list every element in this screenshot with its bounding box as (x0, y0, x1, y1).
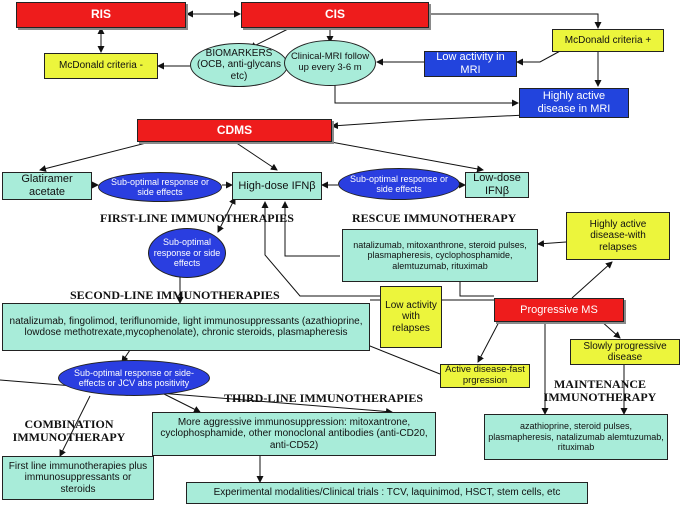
suboptimal-left-ellipse: Sub-optimal response or side effects (98, 172, 222, 202)
combination-drugs-box: First line immunotherapies plus immunosu… (2, 456, 154, 500)
third-line-drugs-box: More aggressive immunosuppression: mitox… (152, 412, 436, 456)
suboptimal-jcv-ellipse: Sub-optimal response or side-effects or … (58, 360, 210, 396)
arrow-suboptimal-jcv-combination (59, 395, 91, 457)
cis-box: CIS (241, 2, 429, 28)
arrow-highly-active-relapses-rescue (537, 240, 567, 248)
maintenance-heading: MAINTENANCE IMMUNOTHERAPY (543, 377, 657, 405)
arrow-cdms-glatiramer (39, 141, 151, 172)
cdms-box: CDMS (137, 119, 332, 142)
slowly-progressive-box: Slowly progressive disease (570, 339, 680, 365)
arrow-highly-active-cdms (331, 114, 527, 130)
arrow-cis-mcdonald-plus (429, 13, 602, 29)
first-line-heading: FIRST-LINE IMMUNOTHERAPIES (100, 211, 294, 225)
experimental-box: Experimental modalities/Clinical trials … (186, 482, 588, 504)
arrow-cdms-low-dose (319, 139, 484, 173)
second-line-drugs-box: natalizumab, fingolimod, teriflunomide, … (2, 303, 370, 351)
combination-heading: COMBINATION IMMUNOTHERAPY (12, 417, 126, 445)
arrow-progressive-active-fast (477, 319, 501, 363)
clinical-mri-ellipse: Clinical-MRI follow up every 3-6 m (284, 40, 376, 86)
maintenance-drugs-box: azathioprine, steroid pulses, plasmapher… (484, 414, 668, 460)
arrow-mcdonald-plus-low-activity (516, 49, 563, 66)
biomarkers-ellipse: BIOMARKERS (OCB, anti-glycans etc) (190, 43, 288, 87)
arrow-rescue-high-dose (281, 201, 340, 257)
progressive-ms-box: Progressive MS (494, 298, 624, 322)
arrow-low-activity-relapses-high-dose (261, 201, 380, 297)
ris-box: RIS (16, 2, 186, 28)
low-activity-mri-box: Low activity in MRI (424, 51, 517, 77)
active-fast-box: Active disease-fast prgression (440, 364, 530, 388)
suboptimal-right-ellipse: Sub-optimal response or side effects (338, 168, 460, 200)
highly-active-relapses-box: Highly active disease-with relapses (566, 212, 670, 260)
glatiramer-box: Glatiramer acetate (2, 172, 92, 200)
rescue-heading: RESCUE IMMUNOTHERAPY (352, 211, 517, 225)
arrow-progressive-slowly (599, 319, 621, 339)
second-line-heading: SECOND-LINE IMMUNOTHERAPIES (70, 288, 280, 302)
mcdonald-plus-box: McDonald criteria + (552, 29, 664, 52)
arrow-rescue-progressive (459, 282, 494, 297)
low-activity-relapses-box: Low activity with relapses (380, 286, 442, 348)
arrow-suboptimal-jcv-third-line (159, 391, 201, 413)
arrow-high-dose-suboptimal-mid (217, 197, 236, 233)
arrow-cdms-high-dose (234, 141, 278, 171)
arrow-clinical-mri-highly-active (334, 84, 519, 107)
mcdonald-minus-box: McDonald criteria - (44, 53, 158, 79)
high-dose-ifn-box: High-dose IFNβ (232, 172, 322, 200)
arrow-progressive-highly-active-relapses (571, 261, 613, 299)
highly-active-mri-box: Highly active disease in MRI (519, 88, 629, 118)
rescue-drugs-box: natalizumab, mitoxanthrone, steroid puls… (342, 229, 538, 282)
third-line-heading: THIRD-LINE IMMUNOTHERAPIES (224, 391, 424, 405)
suboptimal-mid-ellipse: Sub-optimal response or side effects (148, 228, 226, 278)
low-dose-ifn-box: Low-dose IFNβ (465, 172, 529, 198)
